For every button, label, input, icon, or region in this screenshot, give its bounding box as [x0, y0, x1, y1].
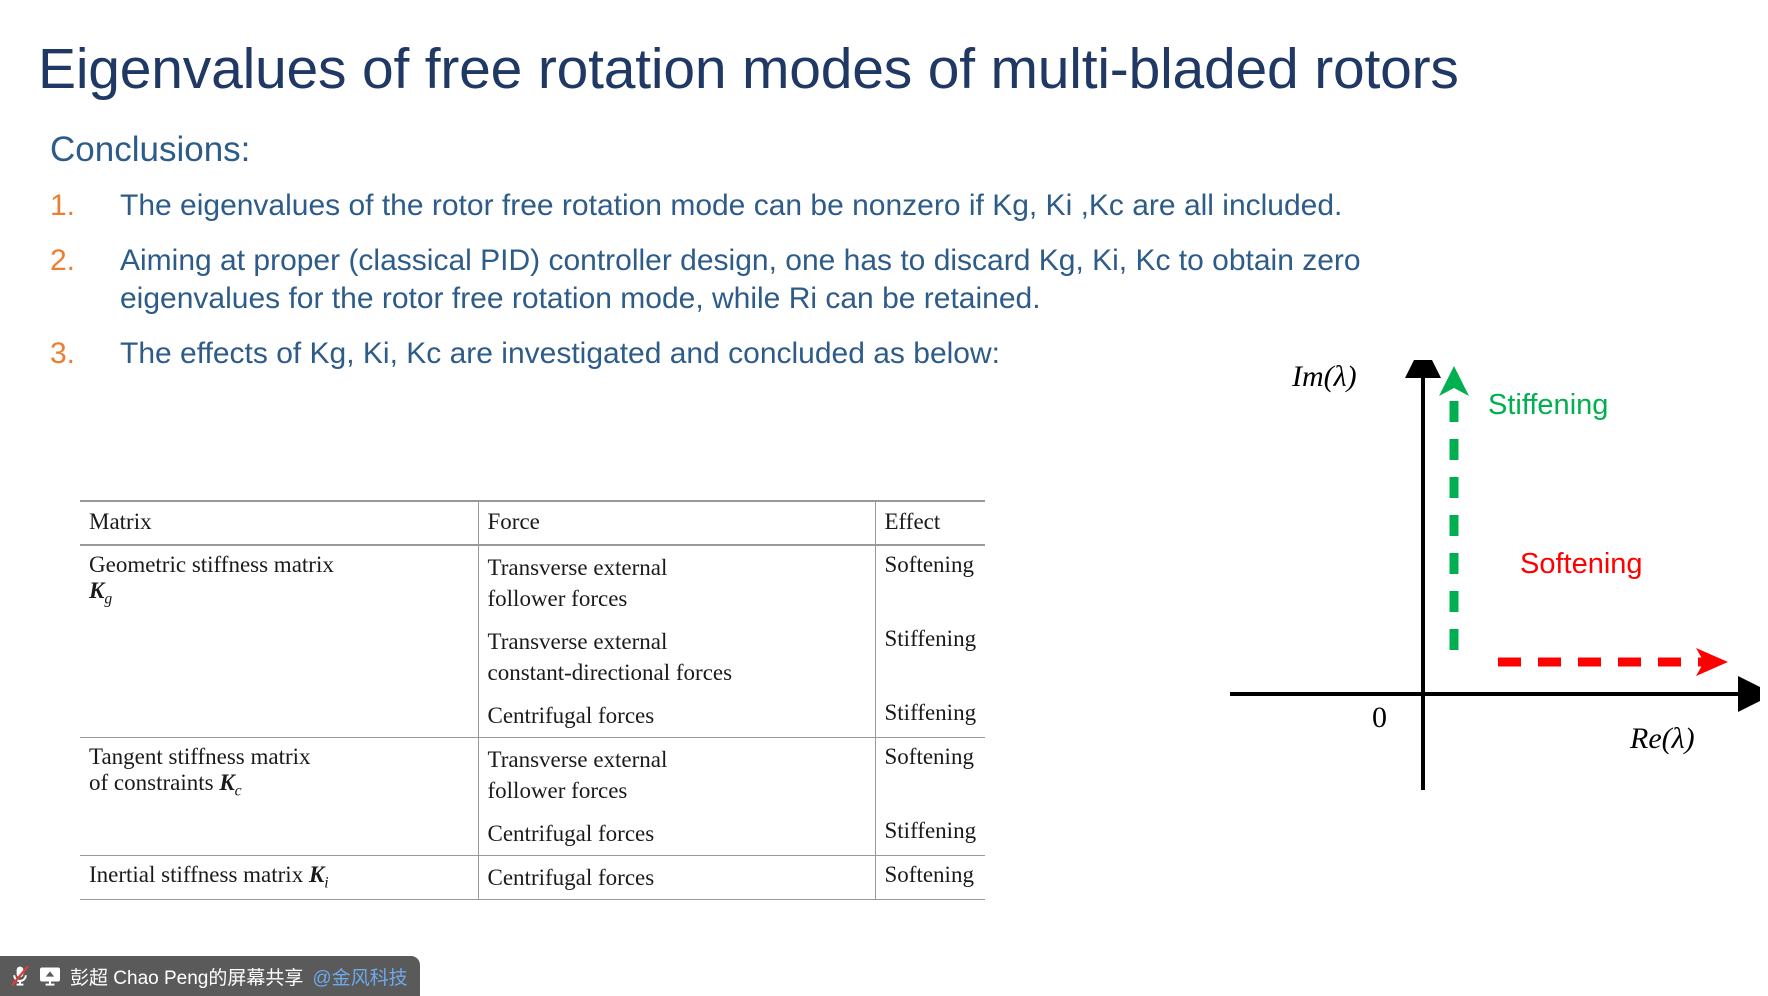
microphone-muted-icon[interactable]	[10, 965, 30, 987]
page-title: Eigenvalues of free rotation modes of mu…	[38, 37, 1459, 101]
table-row: Tangent stiffness matrix of constraints …	[80, 737, 985, 856]
force-line: Transverse external	[487, 747, 668, 772]
force-cell: Transverse external follower forces	[477, 737, 875, 812]
list-item: 2. Aiming at proper (classical PID) cont…	[46, 242, 1446, 318]
effect-cell: Stiffening	[874, 812, 985, 856]
real-axis-label: Re(λ)	[1629, 722, 1695, 755]
matrix-symbol: Kc	[219, 770, 242, 800]
list-marker: 3.	[50, 337, 76, 370]
stiffening-label: Stiffening	[1488, 389, 1608, 421]
matrix-cell: Tangent stiffness matrix of constraints …	[80, 737, 478, 856]
force-line: Centrifugal forces	[487, 703, 655, 728]
list-item-text: The effects of Kg, Ki, Kc are investigat…	[120, 337, 1000, 370]
conclusions-list: 1. The eigenvalues of the rotor free rot…	[46, 187, 1446, 390]
matrix-name: Inertial stiffness matrix	[89, 862, 304, 887]
column-header-effect: Effect	[874, 500, 985, 546]
effect-cell: Softening	[874, 544, 985, 620]
force-line: follower forces	[487, 586, 628, 611]
matrix-symbol: Kg	[89, 578, 113, 608]
force-line: Centrifugal forces	[487, 865, 655, 890]
table-header-row: Matrix Force Effect	[80, 500, 985, 546]
force-line: Centrifugal forces	[487, 821, 655, 846]
force-cell: Centrifugal forces	[477, 855, 875, 900]
matrix-symbol: Ki	[308, 862, 329, 892]
matrix-name: Tangent stiffness matrix	[89, 744, 311, 769]
force-cell: Transverse external constant-directional…	[477, 620, 875, 694]
force-cell: Centrifugal forces	[477, 812, 875, 856]
force-line: constant-directional forces	[487, 660, 733, 685]
table-row: Centrifugal forces Stiffening	[80, 812, 985, 856]
table-row: Transverse external constant-directional…	[80, 620, 985, 694]
effect-cell: Stiffening	[874, 620, 985, 694]
column-header-matrix: Matrix	[80, 500, 478, 546]
table-row: Inertial stiffness matrix Ki Centrifugal…	[80, 855, 985, 900]
eigenvalue-complex-plane-diagram: Im(λ) Re(λ) 0 Stiffening Softening	[1230, 360, 1760, 800]
share-host-text: 彭超 Chao Peng的屏幕共享	[70, 967, 304, 989]
share-org-text: @金风科技	[312, 967, 408, 989]
softening-arrowhead	[1696, 648, 1728, 676]
screen-share-bar[interactable]: 彭超 Chao Peng的屏幕共享 @金风科技	[0, 956, 420, 996]
matrix-cell: Geometric stiffness matrix Kg	[80, 544, 478, 738]
column-header-force: Force	[477, 500, 875, 546]
list-marker: 1.	[50, 189, 76, 222]
table-row: Geometric stiffness matrix Kg Transverse…	[80, 544, 985, 738]
effect-cell: Softening	[874, 855, 985, 900]
effects-table: Matrix Force Effect Geometric stiffness …	[80, 500, 985, 900]
force-line: Transverse external	[487, 555, 668, 580]
force-cell: Transverse external follower forces	[477, 544, 875, 620]
stiffening-arrowhead	[1439, 366, 1469, 396]
list-marker: 2.	[50, 244, 76, 277]
matrix-name-2: of constraints	[89, 770, 214, 795]
origin-label: 0	[1372, 701, 1387, 734]
list-item: 3. The effects of Kg, Ki, Kc are investi…	[46, 335, 1446, 373]
force-cell: Centrifugal forces	[477, 694, 875, 738]
effect-cell: Stiffening	[874, 694, 985, 738]
list-item-text: The eigenvalues of the rotor free rotati…	[120, 189, 1343, 222]
table-row: Centrifugal forces Stiffening	[80, 694, 985, 738]
list-item: 1. The eigenvalues of the rotor free rot…	[46, 187, 1446, 225]
matrix-name: Geometric stiffness matrix	[89, 552, 334, 577]
force-line: Transverse external	[487, 629, 668, 654]
screen-share-icon[interactable]	[39, 966, 61, 986]
matrix-cell: Inertial stiffness matrix Ki	[80, 855, 478, 900]
effect-cell: Softening	[874, 737, 985, 812]
softening-label: Softening	[1520, 548, 1643, 580]
force-line: follower forces	[487, 778, 628, 803]
list-item-text: Aiming at proper (classical PID) control…	[120, 244, 1361, 315]
conclusions-heading: Conclusions:	[50, 130, 251, 169]
imaginary-axis-label: Im(λ)	[1291, 360, 1357, 393]
